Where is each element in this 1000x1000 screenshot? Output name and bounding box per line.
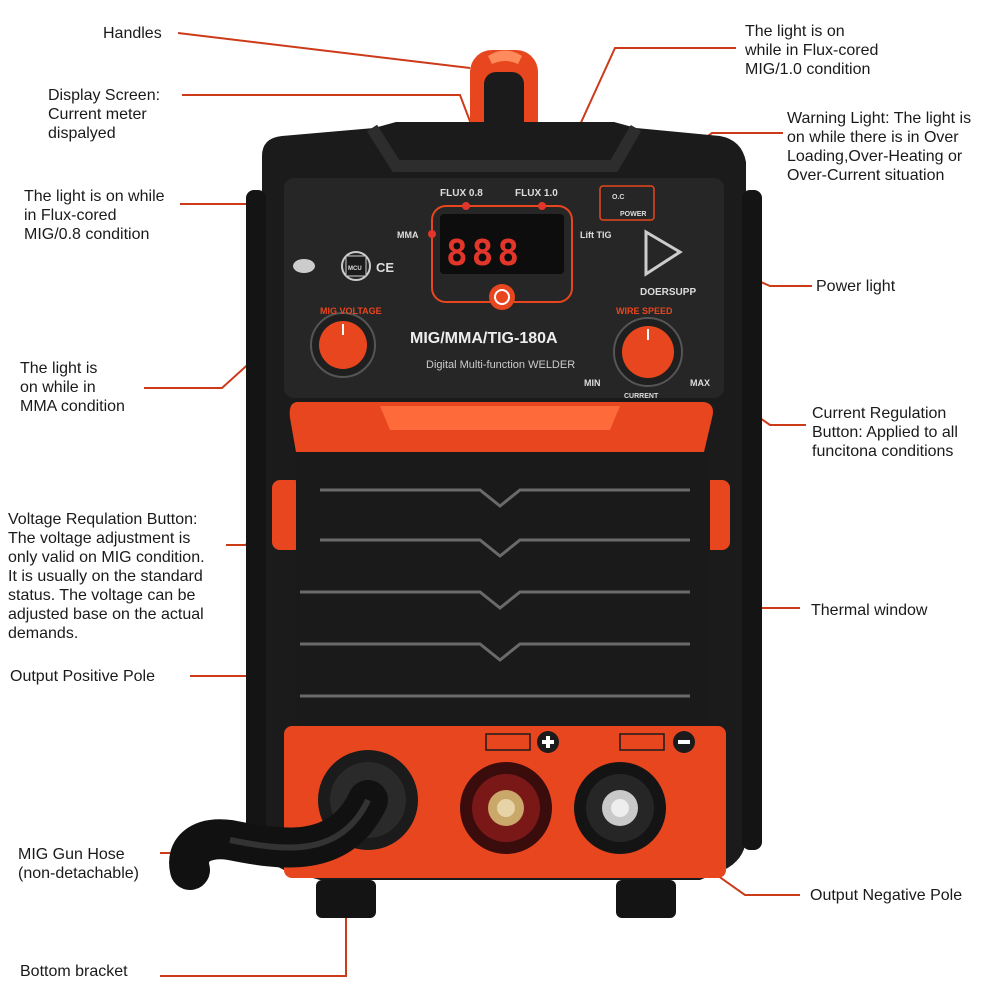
callout-flux08-light: The light is on while in Flux-cored MIG/… [24,188,165,243]
leader-handles [177,32,471,69]
flux08-label: FLUX 0.8 [440,188,483,199]
oc-label: O.C [612,194,624,201]
mma-label: MMA [397,230,419,240]
power-label: POWER [620,211,646,218]
min-label: MIN [584,378,601,388]
callout-voltage-button: Voltage Requlation Button: The voltage a… [8,511,205,642]
mig-gun-hose [169,780,388,890]
callout-mma-light: The light is on while in MMA condition [20,360,125,415]
model-label: MIG/MMA/TIG-180A [410,330,558,347]
subtitle-label: Digital Multi-function WELDER [426,359,575,371]
callout-current-button: Current Regulation Button: Applied to al… [812,405,958,460]
wire-speed-label: WIRE SPEED [616,306,673,316]
panel-labels: FLUX 0.8 FLUX 1.0 MMA Lift TIG 888 O.C P… [320,188,710,400]
control-panel [284,178,724,398]
front-shroud [289,402,713,452]
lift-tig-label: Lift TIG [580,230,612,240]
callout-handles: Handles [103,25,162,42]
callout-bottom-bracket: Bottom bracket [20,963,128,980]
ce-mark: CE [376,260,394,275]
callout-thermal-window: Thermal window [811,602,928,619]
thermal-window [296,452,710,724]
terminal-panel [284,726,726,878]
callout-flux10-light: The light is on while in Flux-cored MIG/… [745,23,879,78]
display-readout: 888 [446,233,523,274]
callout-positive-pole: Output Positive Pole [10,668,155,685]
leader-bracket [160,905,347,977]
brand-label: DOERSUPP [640,287,696,298]
callout-warning-light: Warning Light: The light is on while the… [787,110,972,184]
flux10-label: FLUX 1.0 [515,188,558,199]
callout-negative-pole: Output Negative Pole [810,887,963,904]
voltage-label: MIG VOLTAGE [320,306,382,316]
current-label: CURRENT [624,393,659,400]
callout-display-screen: Display Screen: Current meter dispalyed [48,87,161,142]
callout-gun-hose: MIG Gun Hose (non-detachable) [18,846,139,882]
max-label: MAX [690,378,710,388]
callout-power-light: Power light [816,278,896,295]
mcu-label: MCU [348,266,362,272]
